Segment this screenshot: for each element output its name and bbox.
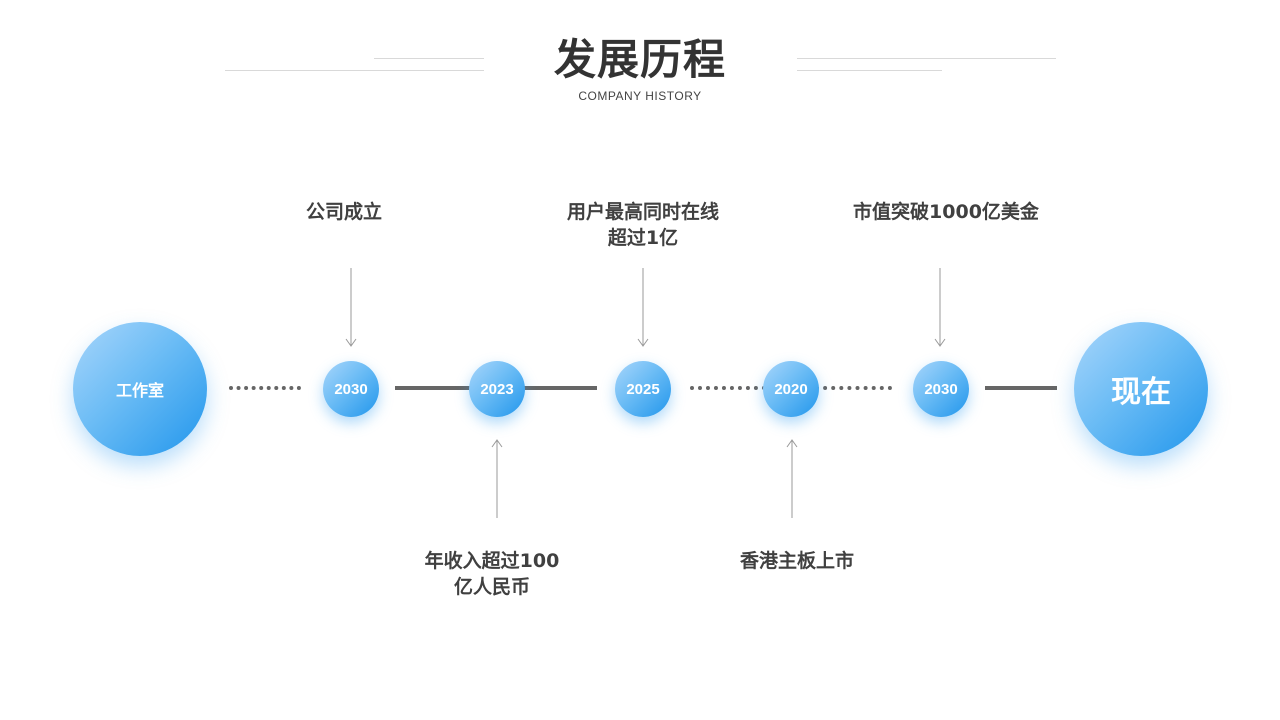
arrow-up-icon — [786, 439, 798, 518]
event-label-node-2: 年收入超过100亿人民币 — [424, 550, 560, 598]
arrow-down-icon — [934, 268, 946, 347]
node-year: 2023 — [480, 380, 514, 398]
node-year: 2030 — [924, 380, 958, 398]
arrow-down-icon — [345, 268, 357, 347]
timeline-node-2: 2023 — [469, 361, 525, 417]
timeline-end-label: 现在 — [1111, 375, 1171, 410]
header-decor-line-left-top — [374, 58, 484, 59]
connector-node2-to-node3 — [520, 386, 597, 390]
node-year: 2020 — [774, 380, 808, 398]
page-title: 发展历程 — [553, 35, 726, 84]
event-label-node-4: 香港主板上市 — [739, 550, 854, 572]
arrow-down-icon — [637, 268, 649, 347]
header-decor-line-left-bottom — [225, 70, 484, 71]
timeline-node-4: 2020 — [763, 361, 819, 417]
node-year: 2025 — [626, 380, 660, 398]
timeline-start-circle: 工作室 — [73, 322, 207, 456]
timeline-start-label: 工作室 — [115, 381, 164, 400]
connector-start-to-node1 — [229, 386, 301, 390]
connector-node1-to-node2 — [395, 386, 475, 390]
event-label-node-1: 公司成立 — [305, 201, 382, 223]
timeline-node-1: 2030 — [323, 361, 379, 417]
header-decor-line-right-top — [797, 58, 1056, 59]
connector-node4-to-node5 — [815, 386, 892, 390]
connector-node5-to-end — [985, 386, 1057, 390]
header-decor-line-right-bottom — [797, 70, 942, 71]
event-label-node-3: 用户最高同时在线超过1亿 — [567, 201, 720, 249]
connector-node3-to-node4 — [690, 386, 766, 390]
node-year: 2030 — [334, 380, 368, 398]
timeline-node-5: 2030 — [913, 361, 969, 417]
timeline-end-circle: 现在 — [1074, 322, 1208, 456]
page-subtitle: COMPANY HISTORY — [578, 89, 702, 103]
timeline-node-3: 2025 — [615, 361, 671, 417]
arrow-up-icon — [491, 439, 503, 518]
event-label-node-5: 市值突破1000亿美金 — [853, 201, 1039, 223]
